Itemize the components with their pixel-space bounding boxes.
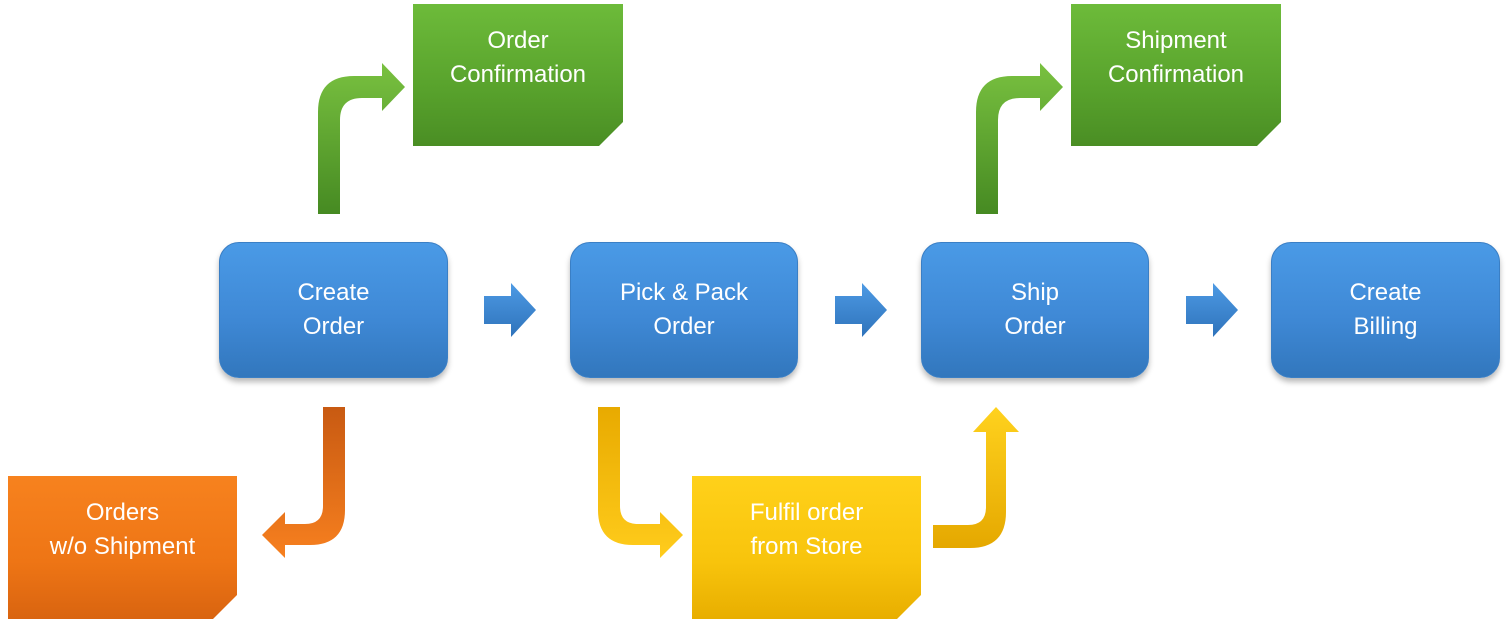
step-label-line-1: Ship bbox=[1010, 279, 1060, 306]
note-label-line-2: from Store bbox=[750, 532, 863, 560]
note-label-line-1: Fulfil order bbox=[749, 498, 864, 526]
flow-arrow-1 bbox=[484, 283, 536, 337]
step-pick-pack-order: Pick & Pack Order bbox=[570, 242, 798, 378]
note-orders-without-shipment: Orders w/o Shipment bbox=[8, 476, 237, 619]
note-label-line-2: w/o Shipment bbox=[49, 532, 196, 560]
step-ship-order: Ship Order bbox=[921, 242, 1149, 378]
store-arrow-up bbox=[933, 407, 1019, 548]
flow-arrow-3 bbox=[1186, 283, 1238, 337]
step-label-line-1: Create bbox=[297, 279, 370, 306]
step-label-line-1: Create bbox=[1349, 279, 1422, 306]
note-order-confirmation: Order Confirmation bbox=[413, 4, 623, 146]
step-create-order: Create Order bbox=[219, 242, 448, 378]
note-label-line-1: Order bbox=[487, 27, 549, 54]
note-label-line-2: Confirmation bbox=[449, 61, 587, 88]
step-label-line-2: Order bbox=[653, 313, 715, 340]
step-label-line-2: Billing bbox=[1353, 313, 1418, 340]
store-arrow-down bbox=[598, 407, 683, 558]
note-fulfil-order-from-store: Fulfil order from Store bbox=[692, 476, 921, 619]
step-label-line-2: Order bbox=[302, 313, 365, 340]
note-shipment-confirmation: Shipment Confirmation bbox=[1071, 4, 1281, 146]
step-create-billing: Create Billing bbox=[1271, 242, 1500, 378]
note-label-line-2: Confirmation bbox=[1107, 61, 1245, 88]
step-label-line-2: Order bbox=[1004, 313, 1066, 340]
confirmation-arrow-1 bbox=[318, 63, 405, 214]
note-label-line-1: Shipment bbox=[1125, 27, 1227, 54]
flow-arrow-2 bbox=[835, 283, 887, 337]
note-label-line-1: Orders bbox=[85, 498, 160, 526]
exception-arrow bbox=[262, 407, 345, 558]
step-label-line-1: Pick & Pack bbox=[619, 279, 749, 306]
confirmation-arrow-2 bbox=[976, 63, 1063, 214]
